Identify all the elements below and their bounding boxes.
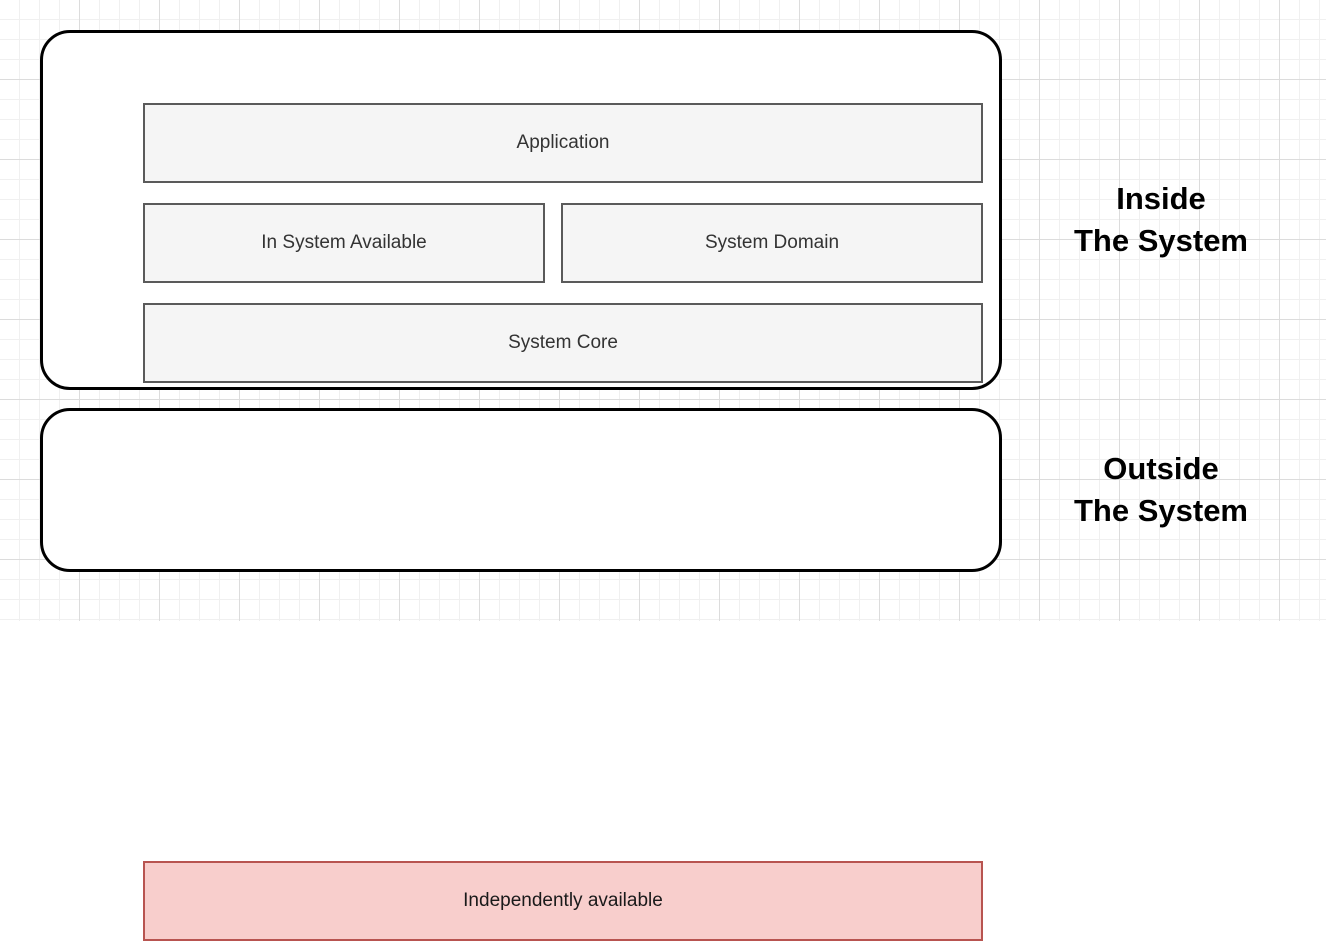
group-label-outside-the-system: Outside The System bbox=[1028, 435, 1294, 545]
group-label-outside-line-2: The System bbox=[1073, 493, 1248, 528]
component-independently-available-label: Independently available bbox=[463, 889, 663, 911]
container-outside-the-system[interactable]: Independently available bbox=[40, 408, 1002, 941]
component-application-label: Application bbox=[516, 131, 610, 153]
group-label-inside-line-1: Inside bbox=[1116, 181, 1206, 217]
component-in-system-available[interactable]: In System Available bbox=[143, 203, 545, 283]
component-in-system-available-label: In System Available bbox=[261, 231, 427, 253]
component-system-domain-label: System Domain bbox=[704, 231, 840, 253]
group-label-inside-the-system: Inside The System bbox=[1028, 165, 1294, 275]
component-system-core[interactable]: System Core bbox=[143, 303, 983, 383]
component-application[interactable]: Application bbox=[143, 103, 983, 183]
container-inside-the-system[interactable]: Application In System Available System D… bbox=[40, 30, 1002, 390]
group-label-inside-line-2: The System bbox=[1073, 223, 1248, 258]
component-system-domain[interactable]: System Domain bbox=[561, 203, 983, 283]
group-label-outside-line-1: Outside bbox=[1103, 451, 1219, 487]
component-system-core-label: System Core bbox=[508, 331, 618, 353]
component-independently-available[interactable]: Independently available bbox=[143, 861, 983, 941]
